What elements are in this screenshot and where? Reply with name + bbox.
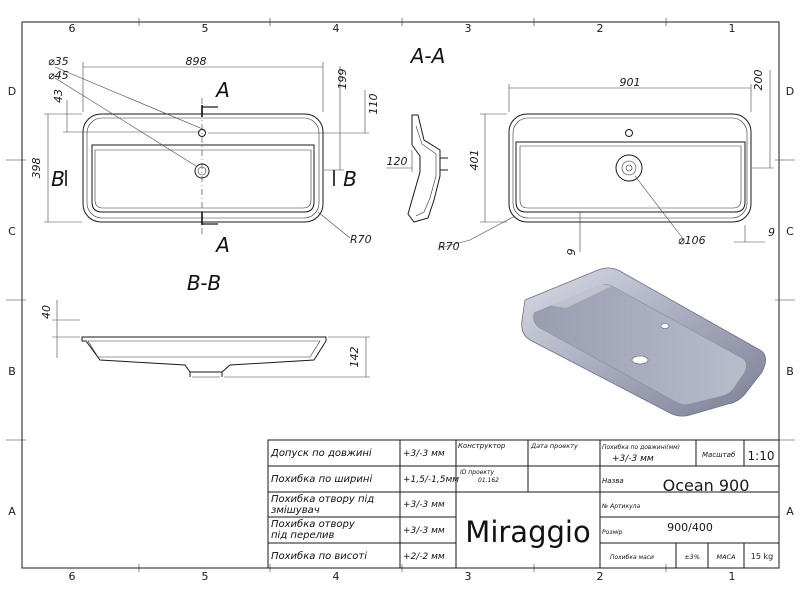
dim-diam-106: ⌀106 [678,234,706,247]
col-label-bottom-1: 1 [729,570,736,583]
col-label-bottom-3: 3 [465,570,472,583]
row-label-right-d: D [786,85,794,98]
length-err-value: +3/-3 мм [612,454,654,464]
section-label-aa: A-A [409,44,446,68]
col-label-top-6: 6 [69,22,76,35]
tol-value-width: +1,5/-1,5мм [403,475,459,485]
dim-120: 120 [387,155,408,168]
dim-110: 110 [367,94,380,115]
dim-diam-45: ⌀45 [48,69,69,82]
tol-label-overflow-2: під перелив [271,529,334,541]
dim-9-vertical: 9 [565,249,578,256]
dim-diam-35: ⌀35 [48,55,69,68]
basin-3d-render [521,267,766,417]
col-label-bottom-6: 6 [69,570,76,583]
row-label-left-b: B [8,365,16,378]
scale-label: Масштаб [702,451,736,459]
project-date-label: Дата проекту [530,442,578,450]
project-id-value: 01.162 [478,477,499,484]
project-id-label: ID проекту [460,469,495,476]
product-name: Ocean 900 [663,476,750,495]
dim-r70-left: R70 [350,233,372,246]
col-label-bottom-5: 5 [202,570,209,583]
dim-398: 398 [30,158,43,179]
tol-label-overflow: Похибка отвору [271,518,356,530]
row-label-right-a: A [786,505,794,518]
plan-view-right [508,113,752,223]
dim-200: 200 [752,70,765,91]
bb-dimensions [52,300,370,378]
tol-value-length: +3/-3 мм [403,449,445,459]
size-value: 900/400 [667,521,713,534]
dim-142: 142 [348,347,361,368]
tol-label-width: Похибка по ширині [271,473,372,485]
mass-err-value: ±3% [684,553,700,561]
cut-label-b-left: B [51,167,65,191]
mass-value: 15 kg [751,552,773,561]
name-label: Назва [602,477,624,485]
row-label-left-a: A [8,505,16,518]
plan-left-dimensions [44,62,369,239]
length-err-label: Похибка по довжині(мм) [602,444,680,451]
row-label-left-c: C [8,225,16,238]
dim-r70-right: R70 [438,240,460,253]
scale-value: 1:10 [748,449,775,463]
dim-901: 901 [620,76,641,89]
row-label-right-b: B [786,365,794,378]
cut-label-a-bottom: A [214,233,230,257]
col-label-bottom-4: 4 [333,570,340,583]
tol-value-height: +2/-2 мм [403,552,445,562]
row-label-right-c: C [786,225,794,238]
dim-401: 401 [468,150,481,171]
mass-err-label: Похибка маси [610,554,654,561]
brand-logo: Miraggio [465,515,590,549]
tol-label-height: Похибка по висоті [271,550,367,562]
side-section-view [386,114,448,223]
col-label-top-1: 1 [729,22,736,35]
col-label-top-4: 4 [333,22,340,35]
cut-label-b-right: B [343,167,357,191]
tol-value-overflow: +3/-3 мм [403,526,445,536]
article-label: № Артикула [601,503,640,510]
dim-199: 199 [336,69,349,90]
constructor-label: Конструктор [458,442,506,450]
tol-label-mixer-2: змішувач [271,504,320,516]
col-label-bottom-2: 2 [597,570,604,583]
dim-898: 898 [186,55,207,68]
row-label-left-d: D [8,85,16,98]
mass-label: МАСА [716,553,735,561]
tol-label-mixer: Похибка отвору під [271,493,374,505]
col-label-top-5: 5 [202,22,209,35]
size-label: Розмір [602,529,623,536]
section-label-bb: B-B [187,271,221,295]
dim-43: 43 [52,89,65,103]
dim-9-horizontal: 9 [768,226,775,239]
dim-40: 40 [40,305,53,319]
col-label-top-2: 2 [597,22,604,35]
tol-value-mixer: +3/-3 мм [403,500,445,510]
title-block-grid [267,439,780,569]
plan-view-left [82,98,324,236]
col-label-top-3: 3 [465,22,472,35]
bb-section-view [81,336,327,378]
cut-label-a-top: A [214,78,230,102]
tol-label-length: Допуск по довжині [270,447,372,459]
plan-right-dimensions [439,70,774,252]
